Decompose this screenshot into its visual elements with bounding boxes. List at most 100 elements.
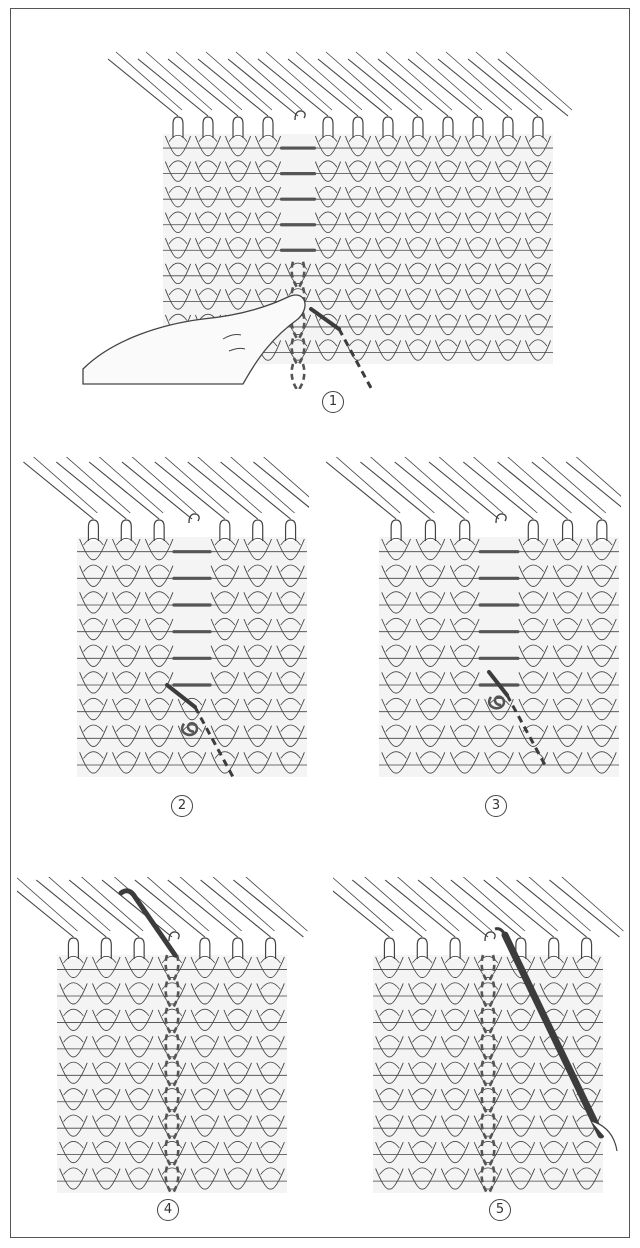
needle-head xyxy=(233,117,243,138)
latch-needle-icon xyxy=(155,462,225,519)
needle-shaft xyxy=(426,877,492,931)
needle-head xyxy=(473,117,483,138)
latch-needle-icon xyxy=(566,462,621,519)
latch-needle-icon xyxy=(122,462,192,519)
latch-needle-icon xyxy=(451,880,521,937)
needle-shaft xyxy=(459,877,525,931)
needle-shaft xyxy=(163,457,229,513)
hook-tip xyxy=(495,929,505,935)
latch-needle-icon xyxy=(385,880,455,937)
needle-head xyxy=(503,117,513,138)
step-4-panel xyxy=(17,877,309,1197)
needle-head xyxy=(443,117,453,138)
needle-shaft xyxy=(77,877,143,931)
latch-needle-icon xyxy=(201,880,271,937)
latch-needle-icon xyxy=(102,880,172,937)
needle-head xyxy=(203,117,213,138)
step-2-panel xyxy=(17,457,309,779)
needle-shaft xyxy=(492,877,558,931)
latch-needle-icon xyxy=(418,880,488,937)
needle-head xyxy=(450,938,460,959)
needle-shaft xyxy=(130,457,196,513)
step-3-panel xyxy=(309,457,621,779)
step-2-label: 2 xyxy=(171,795,193,817)
latch-needle-icon xyxy=(333,880,389,937)
latch-needle-icon xyxy=(517,880,587,937)
needle-shaft xyxy=(326,52,392,110)
needle-shaft xyxy=(557,877,623,931)
needle-shaft xyxy=(176,52,242,110)
step-1-illustration xyxy=(73,39,573,389)
step-1-label: 1 xyxy=(322,391,344,413)
knitting-group xyxy=(17,877,307,1193)
knitting-group xyxy=(83,52,572,389)
step-3-illustration xyxy=(309,457,621,779)
needle-head xyxy=(582,938,592,959)
needle-shaft xyxy=(241,877,307,931)
step-4-label: 4 xyxy=(157,1199,179,1221)
needle-head xyxy=(460,520,470,541)
needle-head xyxy=(353,117,363,138)
latch-needle-icon xyxy=(56,462,126,519)
needle-head xyxy=(383,117,393,138)
needle-head xyxy=(384,938,394,959)
needle-shaft xyxy=(176,877,242,931)
needle-head xyxy=(266,938,276,959)
step-5-illustration xyxy=(333,877,625,1197)
needle-head xyxy=(88,520,98,541)
needle-head xyxy=(425,520,435,541)
needle-shaft xyxy=(574,457,621,513)
step-3-label: 3 xyxy=(485,795,507,817)
needle-shaft xyxy=(196,457,262,513)
needle-head xyxy=(263,117,273,138)
needle-shaft xyxy=(110,877,176,931)
latch-needle-icon xyxy=(188,462,258,519)
needle-shaft xyxy=(334,457,400,513)
needle-shaft xyxy=(393,877,459,931)
step-5-label: 5 xyxy=(489,1199,511,1221)
needle-shaft xyxy=(506,52,572,110)
needle-head xyxy=(286,520,296,541)
latch-needle-icon xyxy=(23,462,93,519)
needle-shaft xyxy=(476,52,542,110)
needle-head xyxy=(253,520,263,541)
needle-shaft xyxy=(416,52,482,110)
needle-shaft xyxy=(229,457,295,513)
latched-chain xyxy=(292,364,305,389)
latch-needle-icon xyxy=(549,880,619,937)
knitting-group xyxy=(326,457,621,777)
needle-shaft xyxy=(386,52,452,110)
needle-shaft xyxy=(31,457,97,513)
step-2-illustration xyxy=(17,457,309,779)
latch-needle-icon xyxy=(108,59,178,116)
needle-head xyxy=(391,520,401,541)
step-5-panel xyxy=(333,877,625,1197)
latch-needle-icon xyxy=(221,462,291,519)
figure-frame: 1 2 3 4 5 xyxy=(10,8,630,1238)
needle-shaft xyxy=(209,877,275,931)
needle-shaft xyxy=(97,457,163,513)
needle-head xyxy=(173,117,183,138)
needle-shaft xyxy=(525,877,591,931)
knitting-group xyxy=(23,457,309,777)
needle-head xyxy=(413,117,423,138)
needle-shaft xyxy=(356,52,422,110)
latch-needle-icon xyxy=(233,880,303,937)
needle-head xyxy=(417,938,427,959)
needle-shaft xyxy=(236,52,302,110)
needle-shaft xyxy=(360,877,426,931)
needle-shaft xyxy=(333,877,393,931)
needle-shaft xyxy=(296,52,362,110)
needle-head xyxy=(134,938,144,959)
needle-head xyxy=(154,520,164,541)
latch-needle-icon xyxy=(484,880,554,937)
needle-shaft xyxy=(206,52,272,110)
needle-shaft xyxy=(146,52,212,110)
step-1-panel xyxy=(73,39,573,389)
latch-needle-icon xyxy=(352,880,422,937)
needle-head xyxy=(121,520,131,541)
needle-head xyxy=(533,117,543,138)
latch-needle-icon xyxy=(138,59,208,116)
needle-head xyxy=(563,520,573,541)
fabric-area xyxy=(57,955,287,1193)
